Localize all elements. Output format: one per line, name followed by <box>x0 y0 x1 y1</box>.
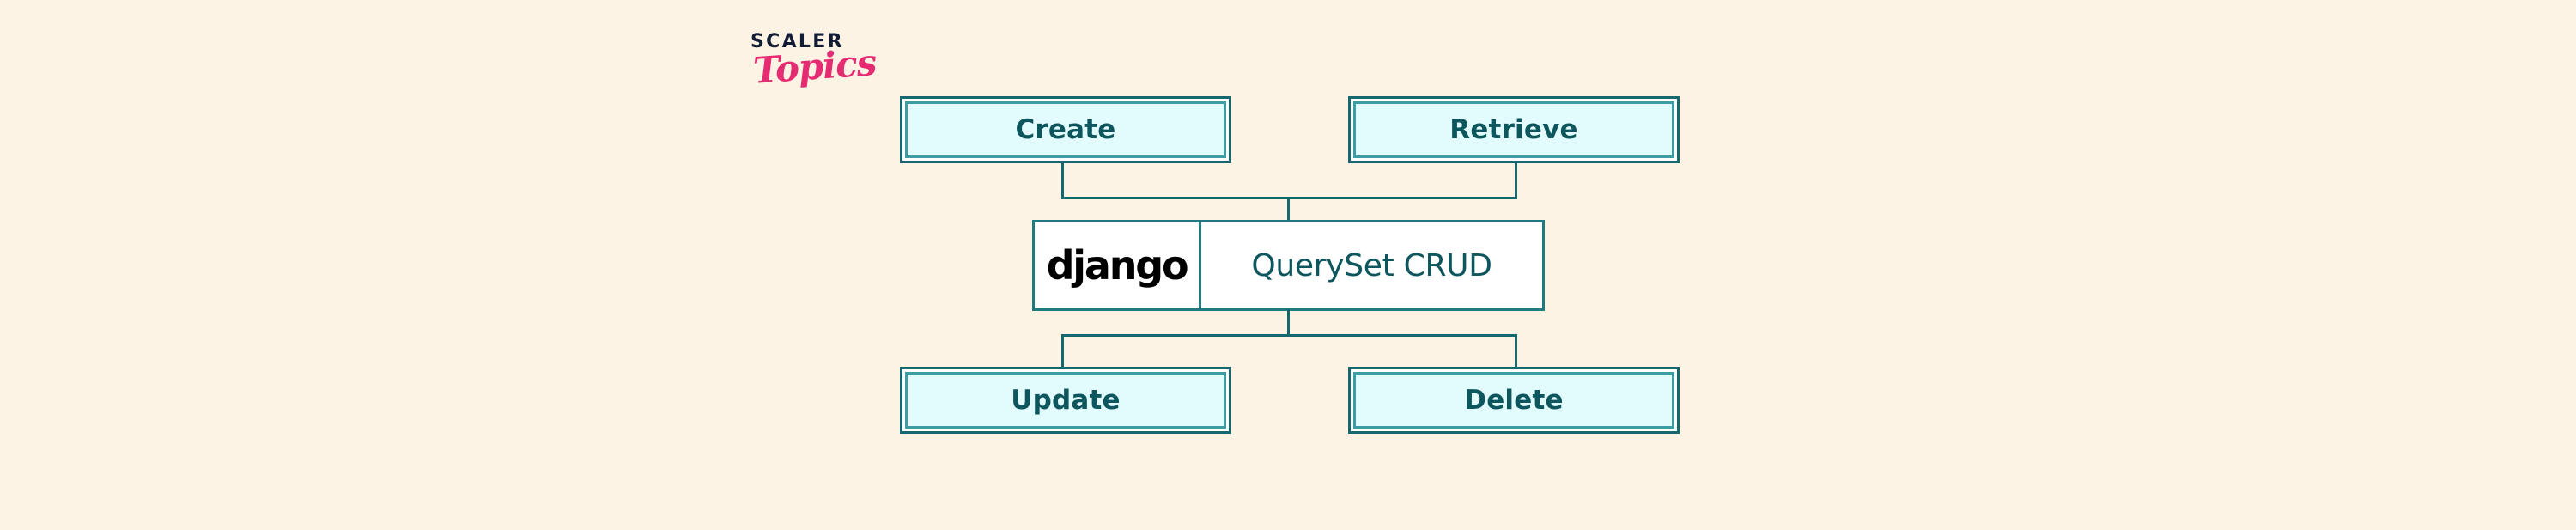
node-delete[interactable]: Delete <box>1348 367 1680 434</box>
connector-bottom-bar <box>1061 334 1517 337</box>
connector-delete-drop <box>1515 334 1517 367</box>
node-create[interactable]: Create <box>900 96 1231 163</box>
center-title: QuerySet CRUD <box>1251 247 1492 283</box>
center-node-queryset-crud: django QuerySet CRUD <box>1032 220 1545 311</box>
connector-center-to-bottom <box>1287 309 1290 337</box>
node-retrieve[interactable]: Retrieve <box>1348 96 1680 163</box>
connector-top-to-center <box>1287 197 1290 222</box>
node-delete-label: Delete <box>1464 385 1564 416</box>
node-retrieve-label: Retrieve <box>1449 114 1578 145</box>
node-update-inner: Update <box>905 372 1226 429</box>
node-update[interactable]: Update <box>900 367 1231 434</box>
node-create-label: Create <box>1015 114 1116 145</box>
logo-topics-text: Topics <box>751 41 878 92</box>
node-create-inner: Create <box>905 101 1226 158</box>
logo-scaler-text: SCALER <box>750 31 844 52</box>
django-logo: django <box>1046 242 1189 289</box>
connector-create-drop <box>1061 163 1064 199</box>
node-delete-inner: Delete <box>1353 372 1674 429</box>
scaler-topics-logo: SCALER Topics <box>750 33 888 112</box>
connector-update-drop <box>1061 334 1064 367</box>
center-title-cell: QuerySet CRUD <box>1201 222 1542 308</box>
node-update-label: Update <box>1011 385 1121 416</box>
django-logo-cell: django <box>1035 222 1201 308</box>
node-retrieve-inner: Retrieve <box>1353 101 1674 158</box>
connector-retrieve-drop <box>1515 163 1517 199</box>
